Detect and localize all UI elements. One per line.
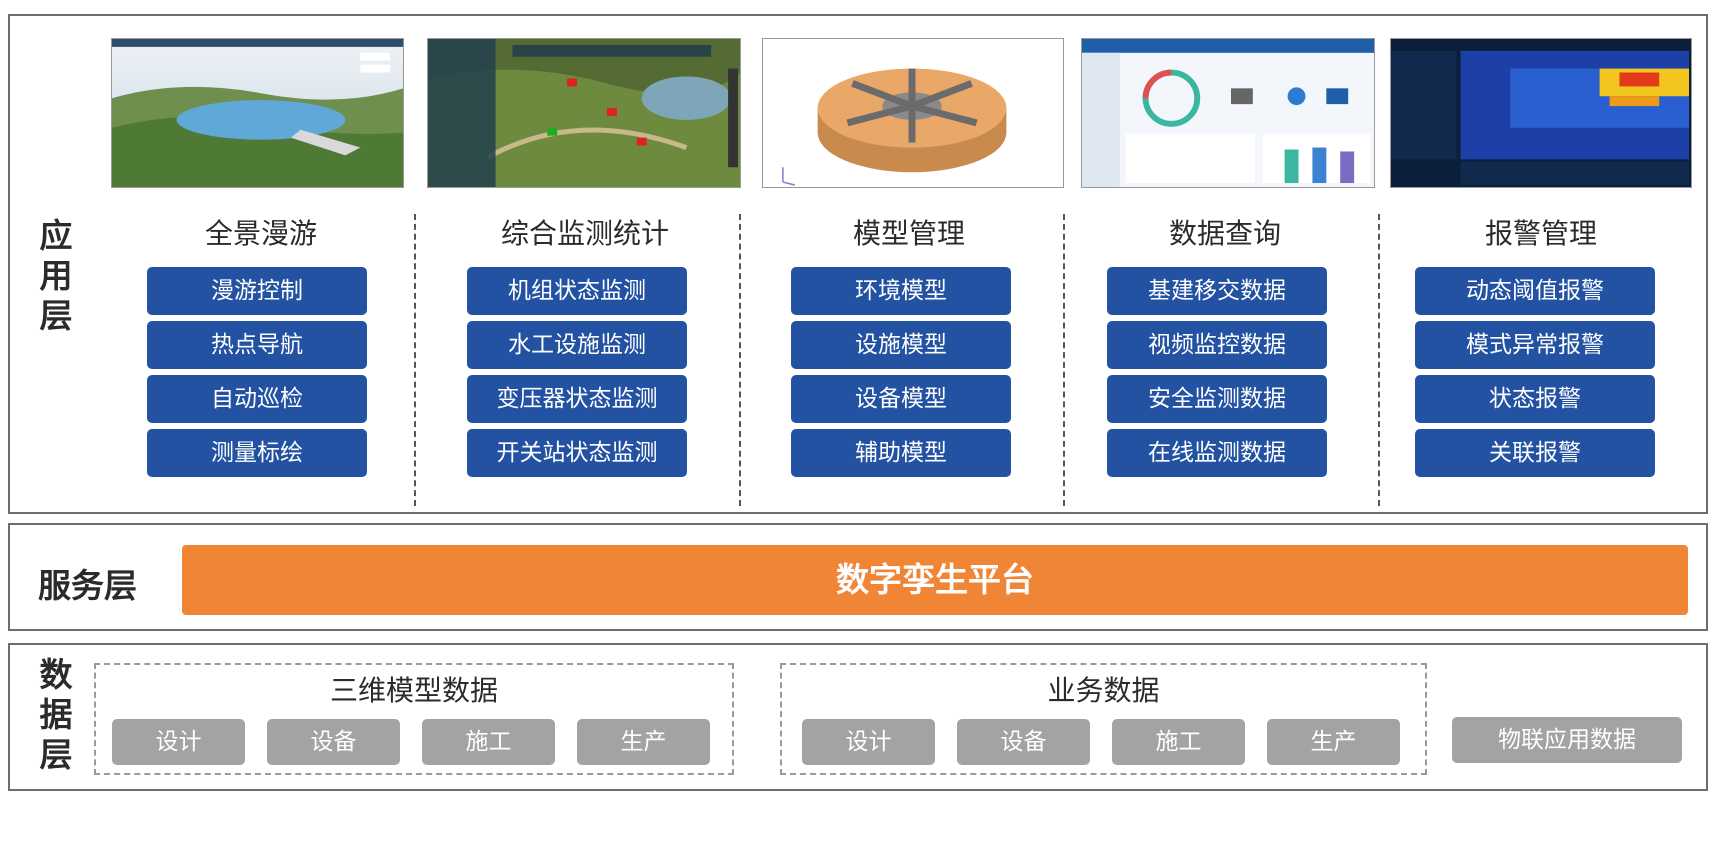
correlation-alarm-button[interactable]: 关联报警 <box>1415 429 1655 477</box>
column-title-panorama: 全景漫游 <box>204 217 317 250</box>
3d-model-data-title: 三维模型数据 <box>329 674 498 707</box>
iot-application-data-button[interactable]: 物联应用数据 <box>1452 717 1682 763</box>
3d-production-button[interactable]: 生产 <box>577 719 710 765</box>
data-layer-title: 数据层 <box>39 655 73 774</box>
application-layer-title: 应用层 <box>39 216 73 335</box>
monitoring-thumbnail[interactable] <box>427 38 741 188</box>
video-surveillance-data-button[interactable]: 视频监控数据 <box>1107 321 1327 369</box>
online-monitoring-data-button[interactable]: 在线监测数据 <box>1107 429 1327 477</box>
business-data-title: 业务数据 <box>1047 674 1160 707</box>
alarm-thumbnail[interactable] <box>1390 38 1692 188</box>
hydraulic-facility-monitoring-button[interactable]: 水工设施监测 <box>467 321 687 369</box>
measurement-plotting-button[interactable]: 测量标绘 <box>147 429 367 477</box>
hotspot-navigation-button[interactable]: 热点导航 <box>147 321 367 369</box>
data-layer: 数据层 三维模型数据 设计 设备 施工 生产 业务数据 设计 设备 施工 生产 … <box>8 643 1708 791</box>
transformer-monitoring-button[interactable]: 变压器状态监测 <box>467 375 687 423</box>
business-equipment-button[interactable]: 设备 <box>957 719 1090 765</box>
3d-design-button[interactable]: 设计 <box>112 719 245 765</box>
pattern-anomaly-alarm-button[interactable]: 模式异常报警 <box>1415 321 1655 369</box>
business-construction-button[interactable]: 施工 <box>1112 719 1245 765</box>
auxiliary-model-button[interactable]: 辅助模型 <box>791 429 1011 477</box>
business-design-button[interactable]: 设计 <box>802 719 935 765</box>
switchyard-monitoring-button[interactable]: 开关站状态监测 <box>467 429 687 477</box>
data-query-thumbnail[interactable] <box>1081 38 1375 188</box>
application-layer: 应用层 <box>8 14 1708 514</box>
equipment-model-button[interactable]: 设备模型 <box>791 375 1011 423</box>
roaming-control-button[interactable]: 漫游控制 <box>147 267 367 315</box>
model-thumbnail[interactable] <box>762 38 1064 188</box>
column-title-data-query: 数据查询 <box>1168 217 1281 250</box>
column-title-alarm: 报警管理 <box>1484 217 1597 250</box>
3d-model-data-group: 三维模型数据 设计 设备 施工 生产 <box>94 663 734 775</box>
digital-twin-platform-bar[interactable]: 数字孪生平台 <box>182 545 1688 615</box>
infrastructure-handover-data-button[interactable]: 基建移交数据 <box>1107 267 1327 315</box>
dynamic-threshold-alarm-button[interactable]: 动态阈值报警 <box>1415 267 1655 315</box>
column-separator <box>1378 214 1380 506</box>
business-data-group: 业务数据 设计 设备 施工 生产 <box>780 663 1427 775</box>
status-alarm-button[interactable]: 状态报警 <box>1415 375 1655 423</box>
environment-model-button[interactable]: 环境模型 <box>791 267 1011 315</box>
auto-inspection-button[interactable]: 自动巡检 <box>147 375 367 423</box>
safety-monitoring-data-button[interactable]: 安全监测数据 <box>1107 375 1327 423</box>
facility-model-button[interactable]: 设施模型 <box>791 321 1011 369</box>
service-layer: 服务层 数字孪生平台 <box>8 523 1708 631</box>
column-separator <box>739 214 741 506</box>
column-separator <box>1063 214 1065 506</box>
3d-equipment-button[interactable]: 设备 <box>267 719 400 765</box>
business-production-button[interactable]: 生产 <box>1267 719 1400 765</box>
unit-status-monitoring-button[interactable]: 机组状态监测 <box>467 267 687 315</box>
service-layer-title: 服务层 <box>38 566 137 605</box>
3d-construction-button[interactable]: 施工 <box>422 719 555 765</box>
column-separator <box>414 214 416 506</box>
panorama-thumbnail[interactable] <box>111 38 404 188</box>
column-title-model: 模型管理 <box>852 217 965 250</box>
column-title-monitoring: 综合监测统计 <box>500 217 669 250</box>
